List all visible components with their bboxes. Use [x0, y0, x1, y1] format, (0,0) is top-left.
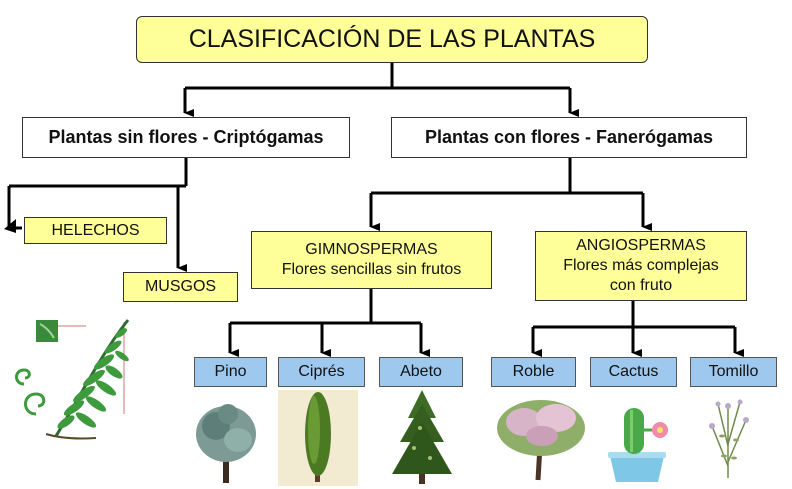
gymnosperms-node: GIMNOSPERMAS Flores sencillas sin frutos [251, 231, 492, 289]
fern-icon [15, 319, 130, 440]
pine-tree-icon [196, 404, 256, 483]
fir-node: Abeto [379, 357, 463, 387]
phanerogams-node: Plantas con flores - Fanerógamas [391, 117, 747, 158]
cactus-node: Cactus [590, 357, 677, 387]
gymnosperms-title: GIMNOSPERMAS [305, 241, 438, 258]
angiosperms-description-line1: Flores más complejas [563, 257, 719, 274]
cactus-icon [608, 408, 668, 482]
mosses-node: MUSGOS [123, 272, 238, 302]
thyme-node: Tomillo [690, 357, 777, 387]
gymnosperms-description: Flores sencillas sin frutos [281, 261, 462, 278]
cypress-node: Ciprés [278, 357, 365, 387]
fir-tree-icon [392, 390, 452, 484]
thyme-icon [709, 399, 749, 478]
angiosperms-title: ANGIOSPERMAS [576, 237, 706, 254]
ferns-node: HELECHOS [24, 217, 167, 244]
angiosperms-node: ANGIOSPERMAS Flores más complejas con fr… [535, 231, 747, 301]
diagram-title: CLASIFICACIÓN DE LAS PLANTAS [136, 16, 648, 63]
cryptogams-node: Plantas sin flores - Criptógamas [22, 117, 350, 158]
oak-tree-icon [497, 400, 585, 481]
oak-node: Roble [491, 357, 576, 387]
angiosperms-description-line2: con fruto [609, 277, 673, 294]
cypress-tree-icon [278, 390, 358, 486]
pine-node: Pino [194, 357, 267, 387]
